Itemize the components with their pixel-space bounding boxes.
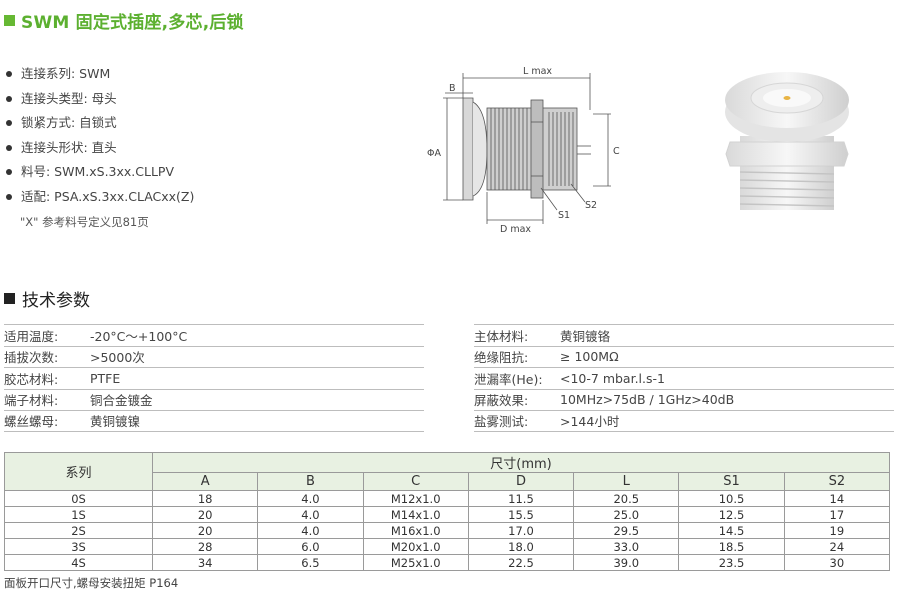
feature-list: 连接系列: SWM 连接头类型: 母头 锁紧方式: 自锁式 连接头形状: 直头 … bbox=[6, 62, 194, 209]
feature-item: 连接系列: SWM bbox=[6, 62, 194, 87]
technical-drawing: L max B ΦA C S1 S2 D max bbox=[427, 66, 620, 235]
table-header-series: 系列 bbox=[4, 452, 153, 491]
spec-row: 主体材料:黄铜镀铬 bbox=[474, 324, 894, 346]
dim-label-d-max: D max bbox=[500, 224, 531, 235]
dim-label-s2: S2 bbox=[585, 200, 597, 211]
feature-item: 连接头形状: 直头 bbox=[6, 136, 194, 161]
table-col-header: B bbox=[257, 472, 364, 491]
feature-item: 料号: SWM.xS.3xx.CLLPV bbox=[6, 160, 194, 185]
feature-item: 连接头类型: 母头 bbox=[6, 87, 194, 112]
table-col-header: S1 bbox=[678, 472, 785, 491]
dim-label-l-max: L max bbox=[523, 66, 552, 77]
spec-row: 端子材料:铜合金镀金 bbox=[4, 388, 424, 411]
table-col-header: C bbox=[362, 472, 469, 491]
dim-label-b: B bbox=[449, 83, 456, 94]
section-heading-specs: 技术参数 bbox=[4, 286, 90, 311]
spec-row: 盐雾测试:>144小时 bbox=[474, 410, 894, 432]
specs-right: 主体材料:黄铜镀铬 绝缘阻抗:≥ 100MΩ 泄漏率(He):<10-7 mba… bbox=[474, 324, 894, 432]
table-col-header: D bbox=[467, 472, 575, 491]
spec-row: 绝缘阻抗:≥ 100MΩ bbox=[474, 345, 894, 368]
dim-label-s1: S1 bbox=[558, 210, 570, 221]
section-title: 技术参数 bbox=[22, 291, 90, 311]
page-title: SWM 固定式插座,多芯,后锁 bbox=[4, 8, 244, 33]
specs-left: 适用温度:-20°C～+100°C 插拔次数:>5000次 胶芯材料:PTFE … bbox=[4, 324, 424, 432]
spec-row: 螺丝螺母:黄铜镀镍 bbox=[4, 410, 424, 432]
bullet-icon bbox=[6, 169, 12, 176]
product-image bbox=[725, 72, 849, 210]
dim-label-c: C bbox=[613, 146, 620, 157]
bullet-icon bbox=[6, 120, 12, 127]
spec-row: 泄漏率(He):<10-7 mbar.l.s-1 bbox=[474, 367, 894, 389]
dim-label-phi-a: ΦA bbox=[427, 148, 441, 159]
spec-row: 胶芯材料:PTFE bbox=[4, 367, 424, 389]
table-col-header: L bbox=[573, 472, 680, 491]
spec-row: 屏蔽效果:10MHz>75dB / 1GHz>40dB bbox=[474, 388, 894, 411]
table-col-header: S2 bbox=[783, 472, 891, 491]
table-col-header: A bbox=[151, 472, 259, 491]
section-square-icon bbox=[4, 293, 15, 304]
footer-note: 面板开口尺寸,螺母安装扭矩 P164 bbox=[4, 576, 179, 590]
spec-row: 适用温度:-20°C～+100°C bbox=[4, 324, 424, 346]
bullet-icon bbox=[6, 71, 12, 78]
table-header-dimensions: 尺寸(mm) bbox=[152, 452, 890, 473]
part-number-note: "X" 参考料号定义见81页 bbox=[20, 215, 149, 229]
page-title-text: SWM 固定式插座,多芯,后锁 bbox=[21, 13, 244, 33]
bullet-icon bbox=[6, 144, 12, 151]
bullet-icon bbox=[6, 193, 12, 200]
spec-row: 插拔次数:>5000次 bbox=[4, 345, 424, 368]
title-square-icon bbox=[4, 15, 15, 26]
feature-item: 适配: PSA.xS.3xx.CLACxx(Z) bbox=[6, 185, 194, 210]
feature-item: 锁紧方式: 自锁式 bbox=[6, 111, 194, 136]
bullet-icon bbox=[6, 95, 12, 102]
